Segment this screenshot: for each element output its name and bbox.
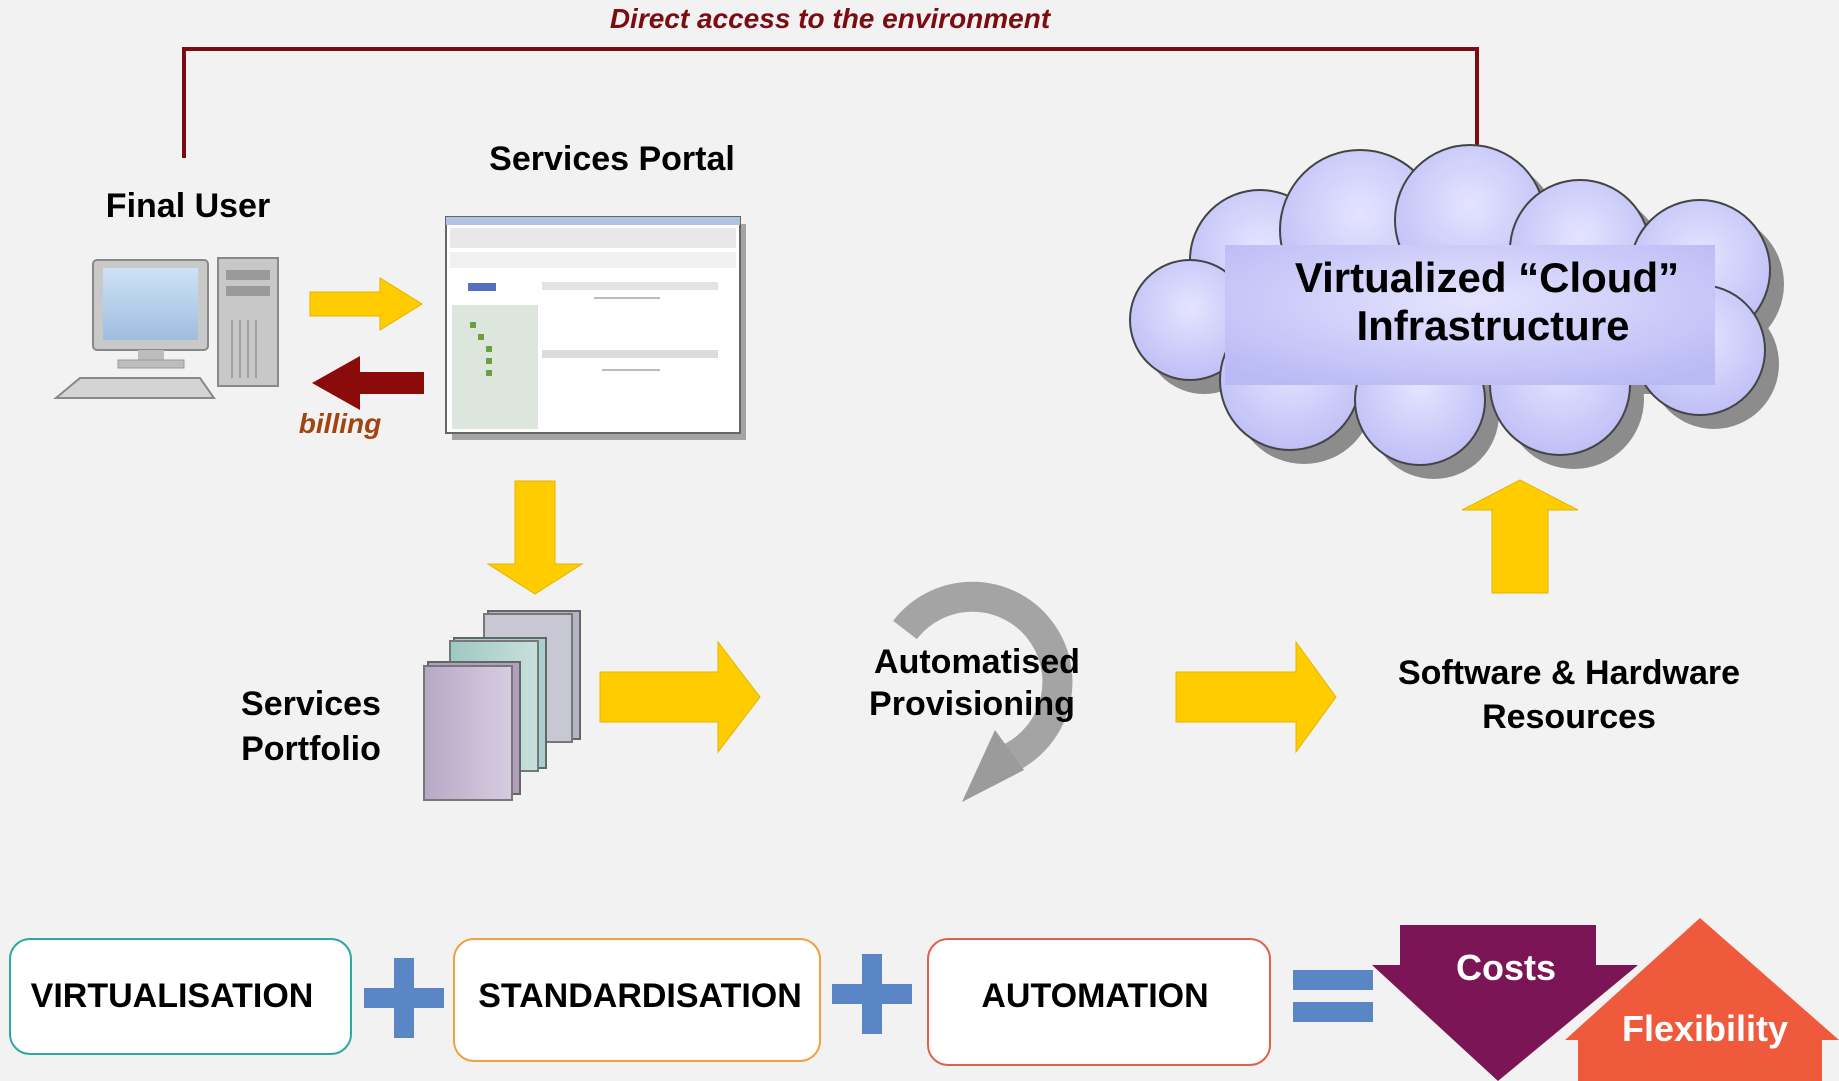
plus-icon [832, 954, 912, 1034]
cloud-icon [1129, 144, 1784, 479]
computer-icon [53, 257, 279, 399]
flexibility-label: Flexibility [1622, 1008, 1788, 1049]
services-portal-label: Services Portal [489, 140, 735, 178]
portal-screenshot-icon [445, 216, 746, 440]
portfolio-label-line2: Portfolio [241, 730, 381, 768]
automation-box [927, 938, 1271, 1066]
provisioning-label-line1: Automatised [874, 643, 1080, 681]
billing-arrow-icon [312, 356, 424, 410]
billing-label: billing [299, 408, 381, 439]
costs-down-arrow-icon [1372, 925, 1638, 1081]
virtualisation-label: VIRTUALISATION [31, 977, 314, 1015]
plus-icon [364, 958, 444, 1038]
arrow-right-icon [599, 640, 761, 754]
arrow-right-icon [1175, 640, 1337, 754]
equals-icon [1293, 970, 1373, 1022]
arrow-up-icon [1461, 479, 1579, 594]
virtualisation-box [9, 938, 352, 1055]
cloud-label-line1: Virtualized “Cloud” [1295, 254, 1679, 301]
direct-access-connector [182, 47, 1485, 160]
books-icon [423, 610, 581, 801]
arrow-right-icon [309, 277, 423, 331]
resources-label-line2: Resources [1482, 698, 1656, 736]
standardisation-box [453, 938, 821, 1062]
standardisation-label: STANDARDISATION [478, 977, 802, 1015]
provisioning-label-line2: Provisioning [869, 685, 1075, 723]
final-user-label: Final User [106, 187, 270, 225]
direct-access-label: Direct access to the environment [610, 3, 1052, 34]
flexibility-up-arrow-icon [1565, 918, 1839, 1081]
cloud-label-line2: Infrastructure [1356, 302, 1629, 349]
resources-label-line1: Software & Hardware [1398, 654, 1740, 692]
costs-label: Costs [1456, 947, 1556, 988]
refresh-cycle-icon [893, 581, 1073, 802]
arrow-down-icon [486, 480, 584, 595]
portfolio-label-line1: Services [241, 685, 381, 723]
automation-label: AUTOMATION [981, 977, 1208, 1015]
